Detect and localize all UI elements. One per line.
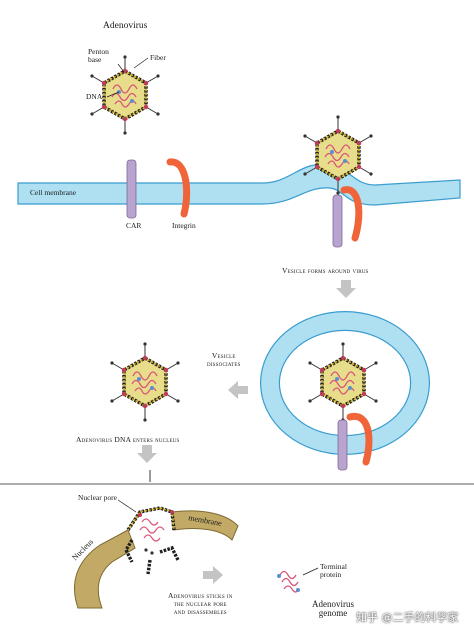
label-penton-base: Penton base xyxy=(88,47,109,64)
label-fiber: Fiber xyxy=(150,53,166,62)
adenovirus-in-vesicle xyxy=(306,340,380,424)
cell-membrane xyxy=(17,163,461,206)
label-dna: DNA xyxy=(86,92,103,101)
label-genome: Adenovirus genome xyxy=(312,599,354,619)
pointer-terminal-protein xyxy=(302,567,319,576)
arrow-left xyxy=(228,381,248,399)
car-receptor-bound xyxy=(332,194,343,248)
nucleus-membrane xyxy=(74,529,136,609)
nuclear-pore-virus xyxy=(124,506,180,575)
adenovirus-genome xyxy=(277,570,300,593)
label-cell-membrane: Cell membrane xyxy=(30,188,77,197)
label-dna-enters: Adenovirus DNA enters nucleus xyxy=(76,435,180,444)
nucleus-membrane-right xyxy=(171,510,239,541)
watermark: 知乎 @二手的科学家 xyxy=(356,611,459,624)
arrow-right xyxy=(203,566,223,584)
label-nuclear-pore: Nuclear pore xyxy=(78,493,117,502)
label-adenovirus: Adenovirus xyxy=(103,21,148,31)
label-vesicle-forms: Vesicle forms around virus xyxy=(282,266,369,275)
pointer-nuclear-pore xyxy=(117,499,137,513)
label-sticks: Adenovirus sticks in the nuclear pore an… xyxy=(168,591,233,616)
label-integrin: Integrin xyxy=(172,221,196,230)
car-receptor xyxy=(126,159,137,219)
integrin-vesicle xyxy=(346,413,373,466)
integrin-receptor xyxy=(166,158,191,218)
arrow-down-1 xyxy=(336,280,356,298)
label-terminal-protein: Terminal protein xyxy=(320,562,347,579)
pointer-lines-top xyxy=(106,57,149,98)
adenovirus-released xyxy=(108,340,182,424)
label-car: CAR xyxy=(126,221,142,230)
label-vesicle-dissociates: Vesicle dissociates xyxy=(207,351,241,368)
arrow-down-2 xyxy=(137,445,157,463)
car-receptor-vesicle xyxy=(337,419,348,471)
integrin-bound xyxy=(340,186,363,242)
